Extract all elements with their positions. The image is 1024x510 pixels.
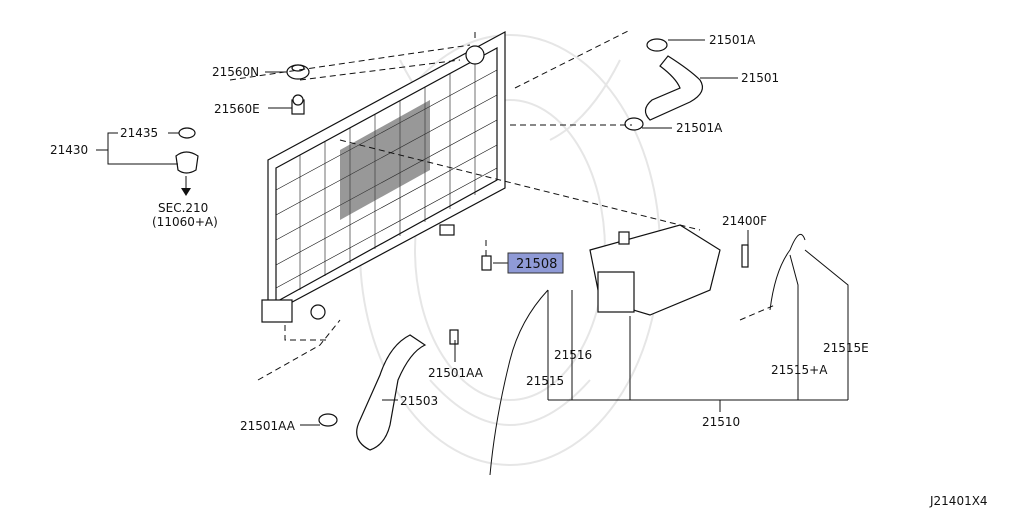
drain-plug bbox=[291, 94, 305, 115]
label-21560N[interactable]: 21560N bbox=[212, 65, 259, 79]
label-sec-ref: (11060+A) bbox=[152, 215, 218, 229]
label-21501AA-mid[interactable]: 21501AA bbox=[428, 366, 484, 380]
label-21503[interactable]: 21503 bbox=[400, 394, 438, 408]
label-21515[interactable]: 21515 bbox=[526, 374, 564, 388]
label-21400F[interactable]: 21400F bbox=[722, 214, 767, 228]
reservoir-cap-assembly bbox=[175, 127, 199, 196]
radiator-cap bbox=[286, 64, 310, 80]
leader-lines bbox=[96, 39, 849, 426]
figure-code: J21401X4 bbox=[929, 494, 988, 508]
label-sec-210[interactable]: SEC.210 bbox=[158, 201, 208, 215]
label-21501[interactable]: 21501 bbox=[741, 71, 779, 85]
label-21430[interactable]: 21430 bbox=[50, 143, 88, 157]
bolt-21508 bbox=[481, 240, 492, 271]
label-21510[interactable]: 21510 bbox=[702, 415, 740, 429]
radiator bbox=[261, 30, 506, 323]
label-21501A-mid[interactable]: 21501A bbox=[676, 121, 723, 135]
label-21508[interactable]: 21508 bbox=[516, 257, 557, 272]
label-21515A[interactable]: 21515+A bbox=[771, 363, 828, 377]
assembly-lines bbox=[229, 28, 776, 381]
label-21435[interactable]: 21435 bbox=[120, 126, 158, 140]
label-21560E[interactable]: 21560E bbox=[214, 102, 260, 116]
label-21515E[interactable]: 21515E bbox=[823, 341, 869, 355]
label-21501AA-bottom[interactable]: 21501AA bbox=[240, 419, 296, 433]
lower-hose bbox=[318, 329, 459, 451]
part-21508-highlight[interactable] bbox=[507, 252, 564, 274]
label-21501A-top[interactable]: 21501A bbox=[709, 33, 756, 47]
upper-hose bbox=[624, 38, 703, 131]
label-21516[interactable]: 21516 bbox=[554, 348, 592, 362]
